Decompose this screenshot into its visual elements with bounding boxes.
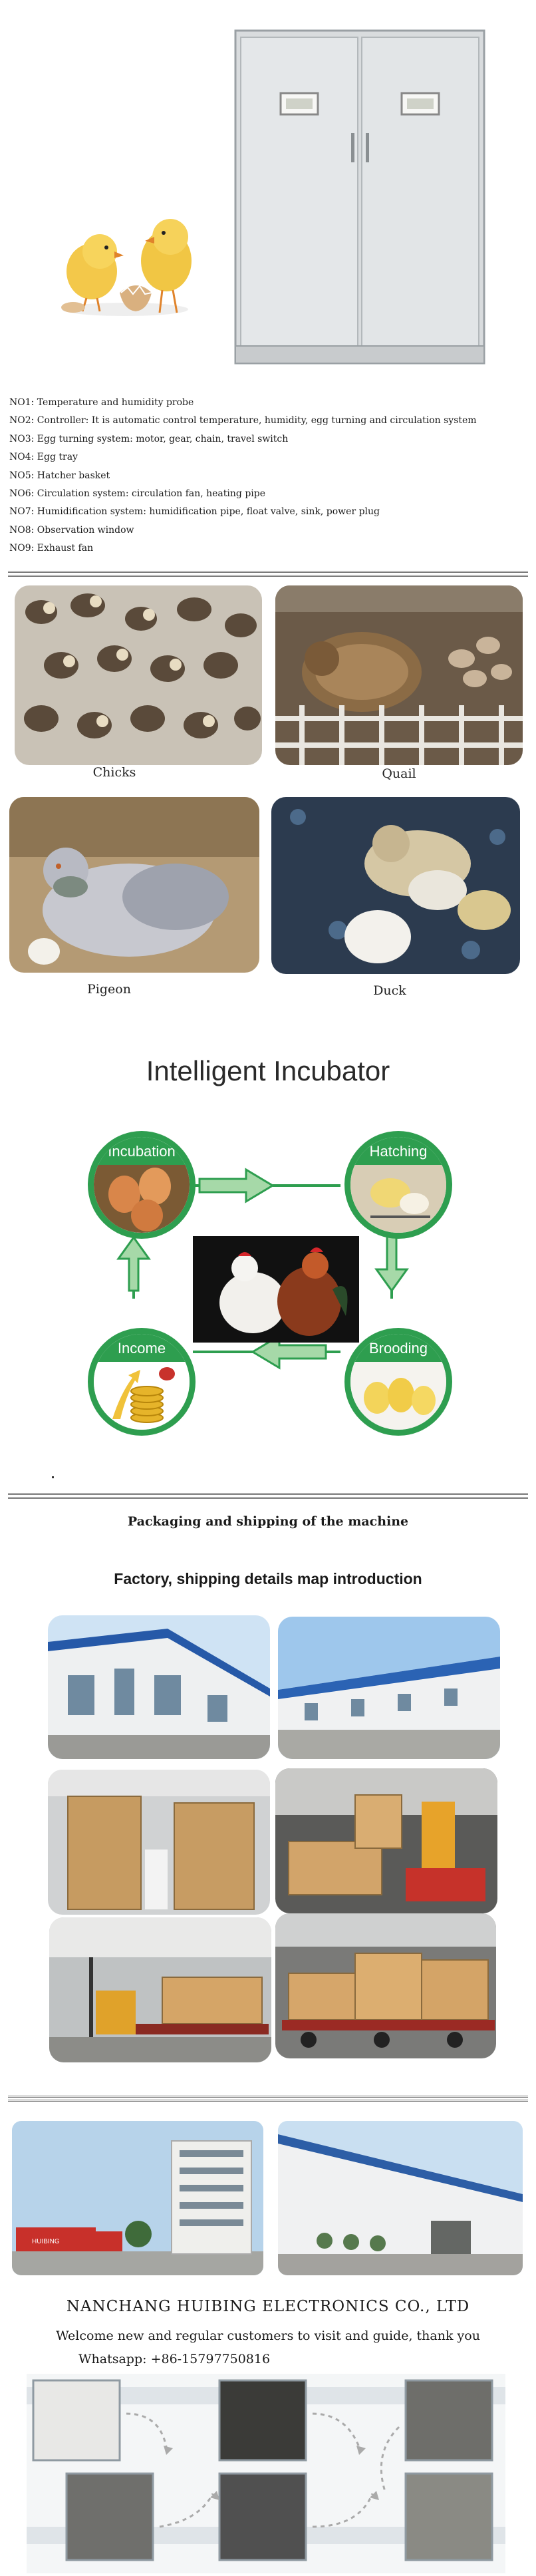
cycle-title: Intelligent Incubator [146,1055,390,1086]
feature-list: NO1: Temperature and humidity probe NO2:… [9,394,528,558]
feature-item: NO6: Circulation system: circulation fan… [9,488,265,500]
truck-text: HUIBING [32,2238,60,2245]
pigeon-photo [9,797,259,973]
feature-item: NO2: Controller: It is automatic control… [9,415,477,426]
section-divider [8,2096,528,2102]
truck-photo [275,1913,496,2058]
packaging-photo [48,1770,270,1915]
bird-label: Chicks [92,765,136,780]
stage-hatching: Hatching [344,1131,452,1239]
welcome-text: Welcome new and regular customers to vis… [56,2329,480,2343]
stage-incubation: Incubation [88,1131,196,1239]
feature-item: NO4: Egg tray [9,452,78,463]
factory-photo [48,1615,270,1759]
warehouse-photo [278,2121,523,2275]
bird-label: Pigeon [87,982,131,997]
feature-item: NO9: Exhaust fan [9,543,94,554]
forklift-photo [49,1917,271,2062]
shipping-section-title: Packaging and shipping of the machine [127,1514,409,1529]
feature-item: NO5: Hatcher basket [9,470,110,481]
cycle-arrows [0,1124,536,1417]
quail-photo [275,585,523,765]
stage-label: Hatching [350,1137,446,1165]
loading-photo [275,1768,497,1913]
hero-image [0,0,536,373]
chicks-illustration [61,219,192,316]
chickens-photo [193,1236,359,1343]
stage-brooding: Brooding [344,1328,452,1436]
bird-label: Duck [373,983,406,998]
stage-label: Brooding [350,1334,446,1362]
feature-item: NO3: Egg turning system: motor, gear, ch… [9,433,289,444]
stage-label: Incubation [94,1137,190,1165]
feature-item: NO1: Temperature and humidity probe [9,397,194,408]
factory-photo [278,1617,500,1759]
section-divider [8,1493,528,1499]
whatsapp-contact: Whatsapp: +86-15797750816 [78,2352,271,2366]
feature-item: NO7: Humidification system: humidificati… [9,506,380,518]
chicks-photo [15,585,262,765]
shipping-subtitle: Factory, shipping details map introducti… [114,1570,422,1587]
bird-label: Quail [382,766,416,781]
small-dot [52,1476,54,1478]
stage-label: Income [94,1334,190,1362]
company-name: NANCHANG HUIBING ELECTRONICS CO., LTD [66,2298,470,2315]
section-divider [8,571,528,577]
process-flow [27,2374,505,2573]
stage-income: Income [88,1328,196,1436]
company-building-photo: HUIBING [12,2121,263,2275]
duck-photo [271,797,520,974]
feature-item: NO8: Observation window [9,524,134,536]
incubator-cabinet [234,29,485,365]
